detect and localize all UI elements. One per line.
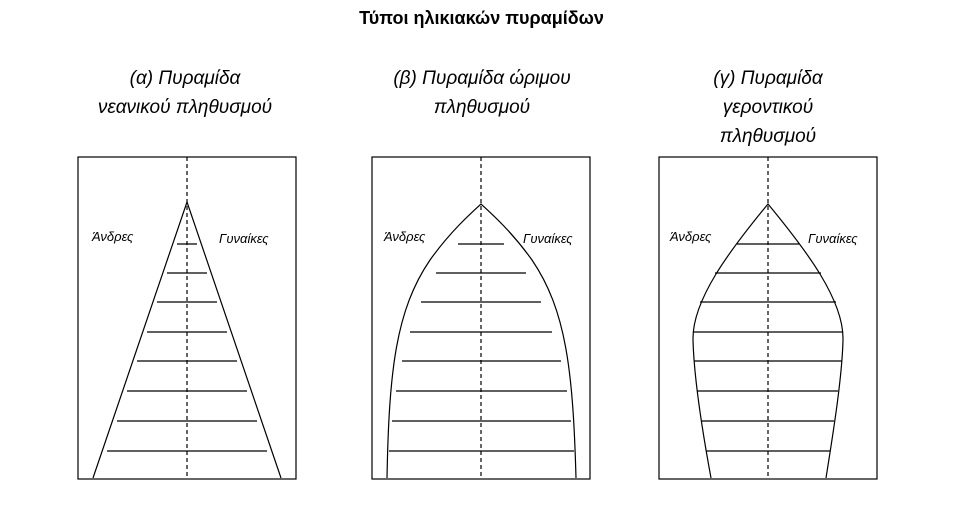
age-group-lines <box>693 243 843 452</box>
caption-old-pyramid: (γ) Πυραμίδα γεροντικού πληθυσμού <box>643 64 893 151</box>
men-label: Άνδρες <box>384 229 426 244</box>
pyramid-panel-young <box>77 156 297 480</box>
women-label: Γυναίκες <box>523 231 573 246</box>
caption-young-pyramid: (α) Πυραμίδα νεανικού πληθυσμού <box>60 64 310 122</box>
pyramid-panel-mature <box>371 156 591 480</box>
age-group-lines <box>389 243 574 452</box>
caption-line: (α) Πυραμίδα <box>129 68 241 89</box>
pyramid-panel-old <box>658 156 878 480</box>
diagram-title: Τύποι ηλικιακών πυραμίδων <box>359 8 604 28</box>
women-label: Γυναίκες <box>219 231 269 246</box>
age-group-lines <box>107 243 267 452</box>
caption-line: νεανικού πληθυσμού <box>97 97 273 118</box>
pyramid-outline <box>92 200 282 479</box>
caption-line: πληθυσμού <box>719 126 817 147</box>
men-label: Άνδρες <box>92 229 134 244</box>
caption-line: (β) Πυραμίδα ώριμου <box>393 68 571 89</box>
pyramid-outline <box>386 203 577 479</box>
pyramid-outline <box>692 203 844 479</box>
caption-line: γεροντικού <box>722 97 814 118</box>
caption-mature-pyramid: (β) Πυραμίδα ώριμου πληθυσμού <box>357 64 607 122</box>
women-label: Γυναίκες <box>808 231 858 246</box>
caption-line: πληθυσμού <box>433 97 531 118</box>
caption-line: (γ) Πυραμίδα <box>713 68 823 89</box>
men-label: Άνδρες <box>670 229 712 244</box>
